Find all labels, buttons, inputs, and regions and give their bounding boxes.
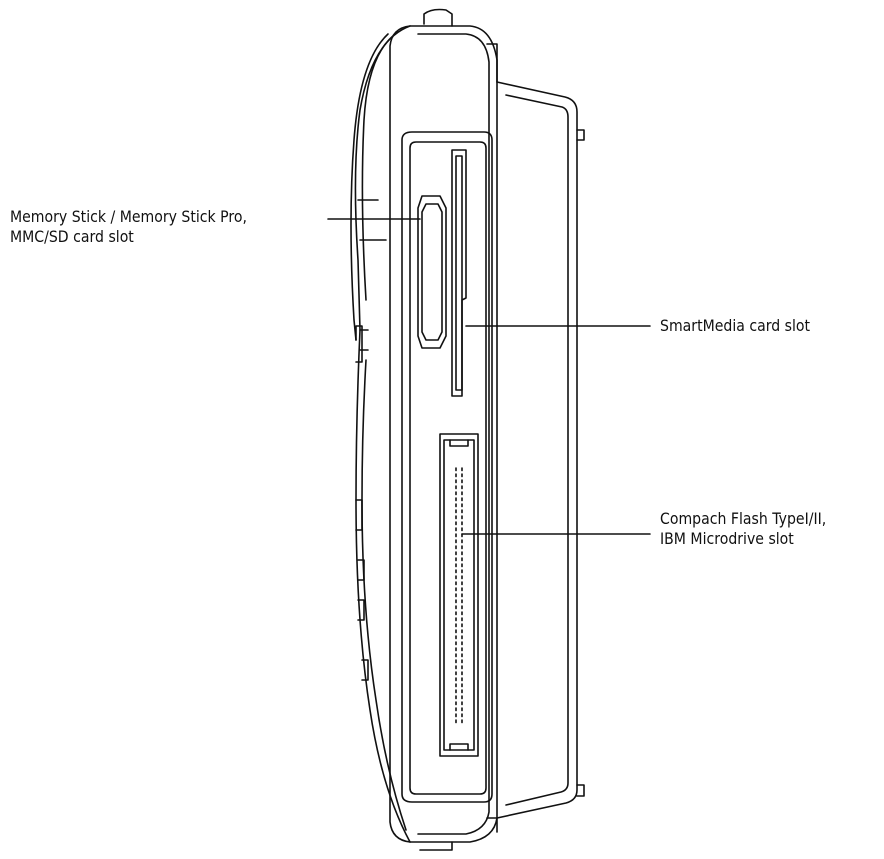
- label-memory-stick-line2: MMC/SD card slot: [10, 227, 134, 246]
- label-smartmedia-line1: SmartMedia card slot: [660, 316, 811, 335]
- label-compact-flash-line1: Compach Flash TypeI/II,: [660, 509, 827, 528]
- label-smartmedia-slot: SmartMedia card slot: [660, 316, 810, 336]
- slot-panel: [401, 131, 493, 803]
- compact-flash-slot[interactable]: [439, 433, 479, 757]
- label-memory-stick-line1: Memory Stick / Memory Stick Pro,: [10, 207, 247, 226]
- label-compact-flash-line2: IBM Microdrive slot: [660, 529, 794, 548]
- smartmedia-slot[interactable]: [451, 149, 467, 397]
- label-compact-flash-slot: Compach Flash TypeI/II, IBM Microdrive s…: [660, 509, 826, 549]
- front-shell: [389, 8, 498, 851]
- leader-lines: [327, 218, 651, 535]
- left-body: [350, 25, 411, 843]
- cf-pin-rows: [455, 467, 463, 724]
- rear-housing: [486, 43, 585, 833]
- memory-stick-slot[interactable]: [417, 195, 447, 349]
- label-memory-stick-slot: Memory Stick / Memory Stick Pro, MMC/SD …: [10, 207, 247, 247]
